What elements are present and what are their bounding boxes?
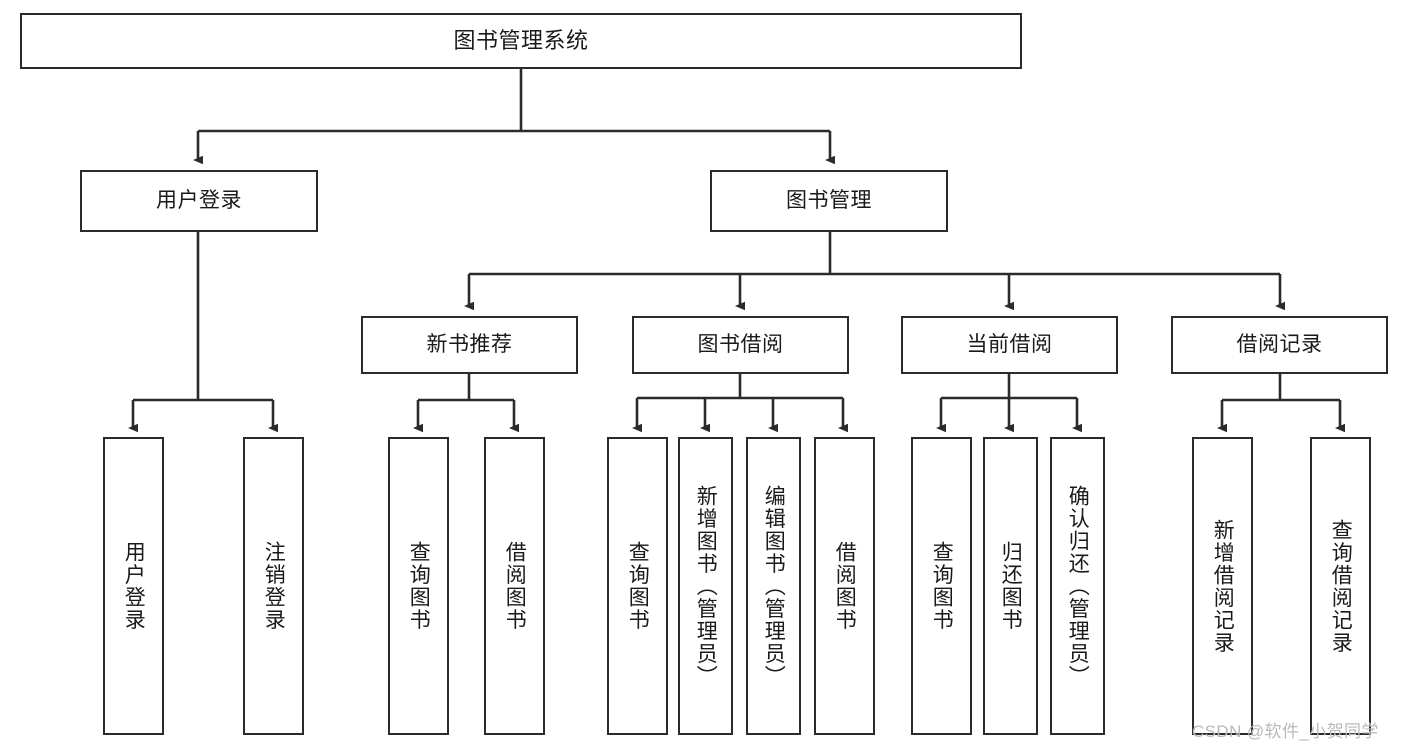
node-root[interactable]: 图书管理系统 — [20, 13, 1022, 69]
watermark-text: CSDN @软件_小贺同学 — [1192, 722, 1379, 741]
leaf-current-confirm-return-admin[interactable]: 确认归还（管理员） — [1050, 437, 1105, 735]
leaf-recommend-query-book-label: 查询图书 — [407, 541, 431, 631]
node-book-borrow[interactable]: 图书借阅 — [632, 316, 849, 374]
leaf-current-return-book-label: 归还图书 — [999, 541, 1023, 631]
node-root-label: 图书管理系统 — [453, 28, 589, 54]
node-current-borrow[interactable]: 当前借阅 — [901, 316, 1118, 374]
leaf-borrow-edit-book-admin-label: 编辑图书（管理员） — [762, 484, 786, 688]
leaf-borrow-add-book-admin[interactable]: 新增图书（管理员） — [678, 437, 733, 735]
node-user-login-label: 用户登录 — [156, 188, 242, 212]
node-current-borrow-label: 当前借阅 — [966, 332, 1053, 356]
leaf-borrow-borrow-book[interactable]: 借阅图书 — [814, 437, 875, 735]
node-book-management[interactable]: 图书管理 — [710, 170, 948, 232]
leaf-borrow-add-book-admin-label: 新增图书（管理员） — [694, 484, 718, 688]
node-borrow-record[interactable]: 借阅记录 — [1171, 316, 1388, 374]
leaf-borrow-query-book-label: 查询图书 — [626, 541, 650, 631]
leaf-user-login-login-label: 用户登录 — [122, 541, 146, 631]
node-user-login[interactable]: 用户登录 — [80, 170, 318, 232]
node-new-book-recommend[interactable]: 新书推荐 — [361, 316, 578, 374]
leaf-current-query-book-label: 查询图书 — [930, 541, 954, 631]
leaf-borrow-edit-book-admin[interactable]: 编辑图书（管理员） — [746, 437, 801, 735]
leaf-recommend-borrow-book-label: 借阅图书 — [503, 541, 527, 631]
leaf-user-login-login[interactable]: 用户登录 — [103, 437, 164, 735]
node-new-book-recommend-label: 新书推荐 — [426, 332, 513, 356]
leaf-current-return-book[interactable]: 归还图书 — [983, 437, 1038, 735]
leaf-user-login-logout[interactable]: 注销登录 — [243, 437, 304, 735]
leaf-record-query-record[interactable]: 查询借阅记录 — [1310, 437, 1371, 735]
leaf-recommend-query-book[interactable]: 查询图书 — [388, 437, 449, 735]
leaf-borrow-borrow-book-label: 借阅图书 — [833, 541, 857, 631]
leaf-user-login-logout-label: 注销登录 — [262, 541, 286, 631]
leaf-current-query-book[interactable]: 查询图书 — [911, 437, 972, 735]
node-book-management-label: 图书管理 — [786, 188, 872, 212]
leaf-record-query-record-label: 查询借阅记录 — [1329, 518, 1353, 654]
leaf-current-confirm-return-admin-label: 确认归还（管理员） — [1066, 484, 1090, 688]
leaf-recommend-borrow-book[interactable]: 借阅图书 — [484, 437, 545, 735]
leaf-record-add-record[interactable]: 新增借阅记录 — [1192, 437, 1253, 735]
node-borrow-record-label: 借阅记录 — [1236, 332, 1323, 356]
leaf-borrow-query-book[interactable]: 查询图书 — [607, 437, 668, 735]
leaf-record-add-record-label: 新增借阅记录 — [1211, 518, 1235, 654]
node-book-borrow-label: 图书借阅 — [697, 332, 784, 356]
